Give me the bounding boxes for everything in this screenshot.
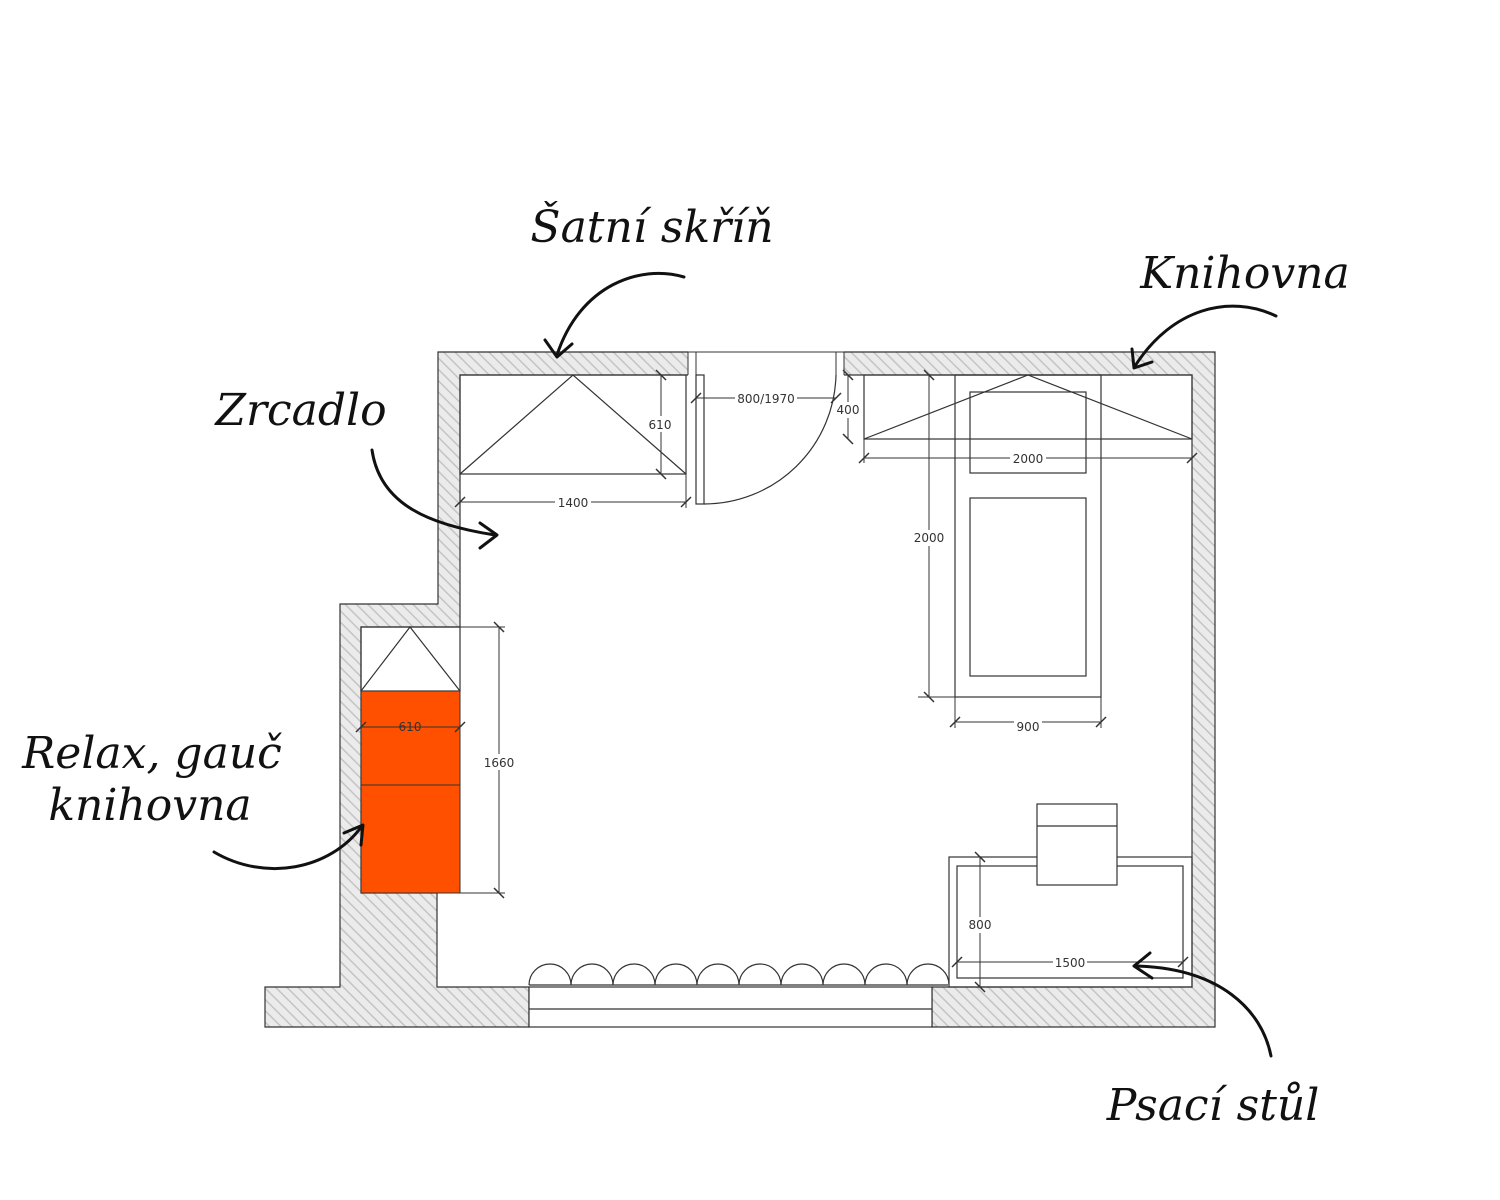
pillow bbox=[969, 391, 1087, 474]
wardrobe-width-dimension: 1400 bbox=[558, 496, 589, 510]
wardrobe: 610 1400 bbox=[454, 369, 692, 511]
desk-depth-dimension: 800 bbox=[969, 918, 992, 932]
chair bbox=[1036, 803, 1118, 886]
door-dimension: 800/1970 bbox=[737, 392, 795, 406]
wardrobe-depth-dimension: 610 bbox=[649, 418, 672, 432]
desk-width-dimension: 1500 bbox=[1055, 956, 1086, 970]
bed-frame bbox=[954, 374, 1102, 698]
sofa-depth-dimension: 610 bbox=[399, 720, 422, 734]
sofa-arrow bbox=[212, 824, 364, 871]
labels: Šatní skříň Knihovna Zrcadlo Relax, gauč… bbox=[21, 200, 1350, 1131]
bed: 2000 900 bbox=[911, 369, 1107, 734]
shelf-depth-dimension: 400 bbox=[837, 403, 860, 417]
mirror-arrow bbox=[370, 448, 497, 537]
window-opening bbox=[529, 987, 932, 1027]
mattress bbox=[969, 497, 1087, 677]
bed-width-dimension: 900 bbox=[1017, 720, 1040, 734]
desk-arrow bbox=[1133, 964, 1273, 1058]
annotation-arrows bbox=[212, 271, 1278, 1058]
bookcase-arrow bbox=[1133, 304, 1278, 368]
desk-label: Psací stůl bbox=[1106, 1080, 1320, 1131]
door-opening bbox=[688, 351, 844, 377]
door-leaf bbox=[695, 374, 705, 505]
bookcase-label: Knihovna bbox=[1139, 248, 1350, 299]
radiator bbox=[528, 963, 950, 986]
window bbox=[528, 986, 933, 1028]
bookshelf: 400 2000 bbox=[835, 369, 1198, 467]
wall-outline bbox=[264, 351, 1216, 1028]
desk: 800 1500 bbox=[948, 803, 1193, 993]
relax-label-line2: knihovna bbox=[48, 780, 251, 831]
sofa-length-dimension: 1660 bbox=[484, 756, 515, 770]
relax-label-line1: Relax, gauč bbox=[21, 728, 282, 779]
sofa: 610 1660 bbox=[355, 621, 517, 899]
wardrobe-label: Šatní skříň bbox=[530, 200, 773, 253]
mirror-label: Zrcadlo bbox=[213, 385, 386, 436]
sofa-body bbox=[360, 690, 461, 894]
shelf-width-dimension: 2000 bbox=[1013, 452, 1044, 466]
wardrobe-arrow bbox=[555, 271, 686, 357]
door: 800/1970 bbox=[690, 374, 842, 505]
walls bbox=[264, 351, 1216, 1028]
bed-length-dimension: 2000 bbox=[914, 531, 945, 545]
